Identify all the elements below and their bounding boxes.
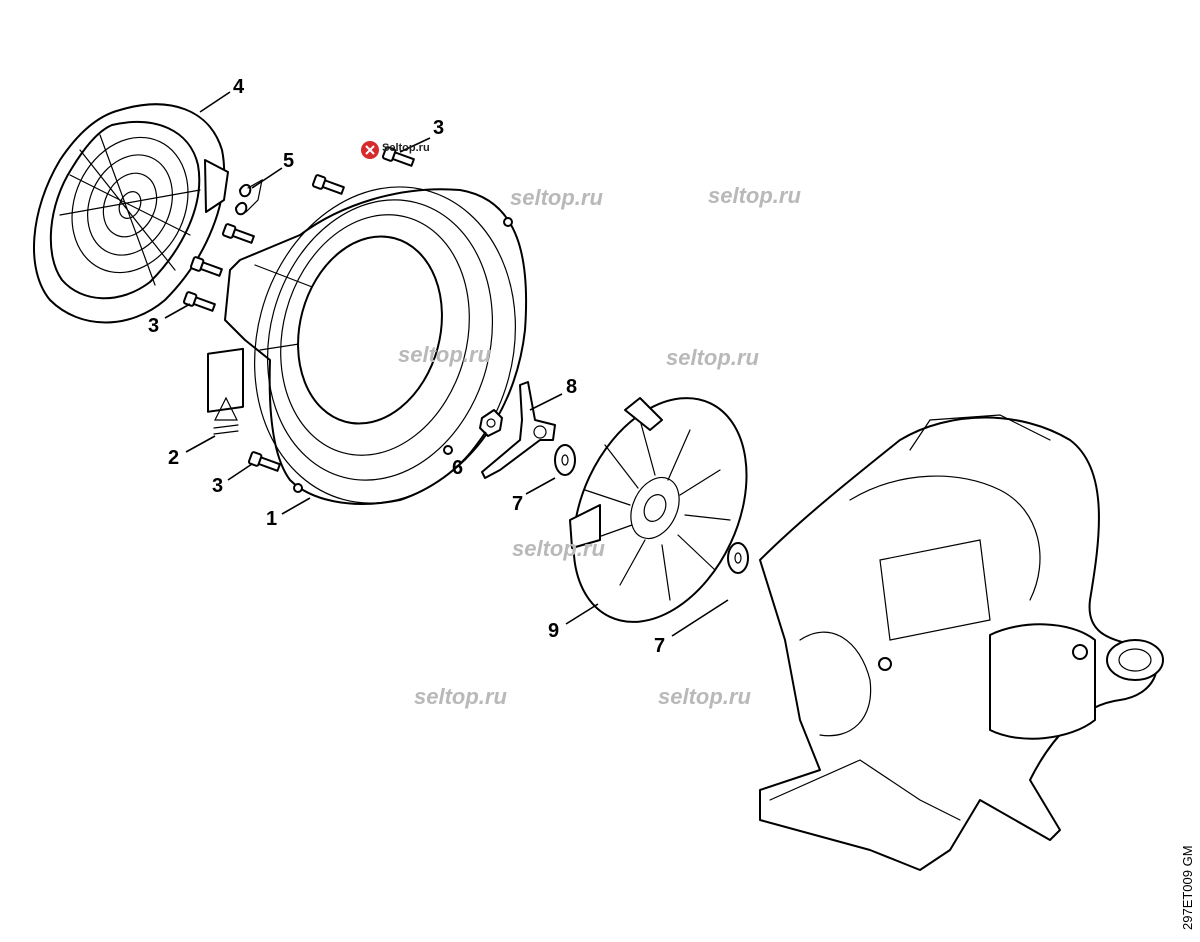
part-1-fan-housing [224,186,528,505]
watermark: seltop.ru [666,345,759,370]
seltop-logo: Seltop.ru [361,141,430,159]
watermark: seltop.ru [510,185,603,210]
blower-housing-assembly [759,414,1164,871]
part-5-clips [235,178,263,216]
part-8-carrier [481,381,556,479]
part-7-washer-upper [554,444,576,476]
watermark: seltop.ru [708,183,801,208]
watermark: seltop.ru [512,536,605,561]
part-4-intake-cover [33,103,229,324]
callout-7: 7 [654,635,665,657]
callout-6: 6 [452,457,463,479]
callout-7: 7 [512,493,523,515]
part-2-warning-label [207,347,244,435]
leader-lines [164,91,729,637]
watermark: seltop.ru [658,684,751,709]
watermark: seltop.ru [398,342,491,367]
callouts: 4 3 5 3 8 2 6 3 7 1 9 7 [148,76,665,657]
callout-4: 4 [233,76,245,98]
callout-9: 9 [548,620,559,642]
callout-2: 2 [168,447,179,469]
watermarks: seltop.ru seltop.ru seltop.ru seltop.ru … [398,183,801,709]
part-6-nut [479,409,503,437]
callout-8: 8 [566,376,577,398]
callout-5: 5 [283,150,294,172]
part-9-fan-wheel [569,397,748,623]
logo-text: Seltop.ru [382,142,430,154]
part-7-washer-lower [727,542,749,574]
watermark: seltop.ru [414,684,507,709]
callout-3: 3 [212,475,223,497]
callout-3: 3 [148,315,159,337]
drawing-code: 297ET009 GM [1180,845,1195,930]
callout-3: 3 [433,117,444,139]
part-3-screws [182,146,415,472]
callout-1: 1 [266,508,277,530]
